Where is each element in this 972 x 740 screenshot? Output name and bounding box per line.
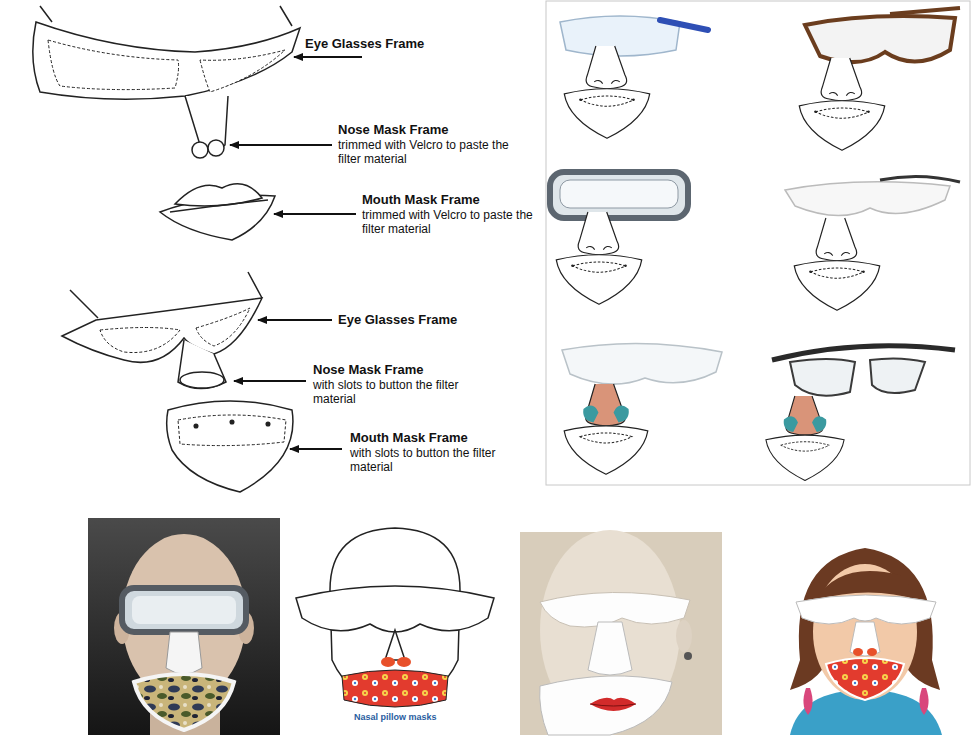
part-name: Eye Glasses Frame [338, 312, 457, 328]
part-note: with slots to button the filter material [313, 378, 489, 407]
part-note: with slots to button the filter material [350, 446, 526, 475]
part-note: trimmed with Velcro to paste the filter … [362, 208, 538, 237]
part-name: Eye Glasses Frame [305, 36, 424, 52]
part-name: Mouth Mask Frame [350, 430, 468, 446]
figure-caption: Nasal pillow masks [354, 712, 437, 723]
part-note: trimmed with Velcro to paste the filter … [338, 138, 523, 167]
part-name: Nose Mask Frame [338, 122, 449, 138]
part-name: Mouth Mask Frame [362, 192, 480, 208]
part-name: Nose Mask Frame [313, 362, 424, 378]
